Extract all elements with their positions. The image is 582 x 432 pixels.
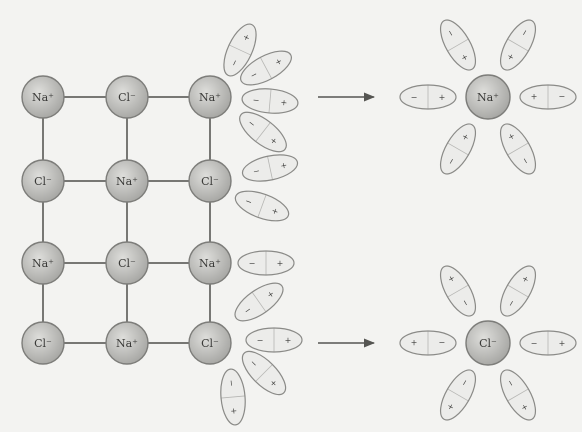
ion-label: Cl⁻ bbox=[201, 175, 219, 188]
water-negative-end: − bbox=[252, 96, 259, 106]
water-negative-end: − bbox=[531, 339, 538, 348]
ion-label: Cl⁻ bbox=[34, 175, 52, 188]
water-molecule: +− bbox=[434, 261, 483, 321]
ion-label: Na⁺ bbox=[116, 175, 138, 188]
water-positive-end: + bbox=[439, 93, 446, 102]
water-positive-end: + bbox=[229, 407, 239, 414]
hydrated-ions: +−+−+−+−+−+−Na⁺+−+−+−+−+−+−Cl⁻ bbox=[400, 15, 576, 425]
ion-label: Cl⁻ bbox=[118, 257, 136, 270]
water-molecule: +− bbox=[400, 85, 456, 109]
water-negative-end: − bbox=[439, 338, 446, 347]
water-molecule: +− bbox=[238, 251, 294, 275]
ion-label: Na⁺ bbox=[32, 257, 54, 270]
water-molecule: +− bbox=[229, 276, 289, 328]
water-molecule: +− bbox=[241, 87, 299, 116]
chloride-ion: Cl⁻ bbox=[22, 322, 64, 364]
ion-label: Cl⁻ bbox=[34, 337, 52, 350]
ion-label: Cl⁻ bbox=[479, 337, 497, 350]
sodium-ion: Na⁺ bbox=[189, 76, 231, 118]
ion-label: Na⁺ bbox=[477, 91, 499, 104]
ion-label: Na⁺ bbox=[199, 257, 221, 270]
water-molecule: +− bbox=[520, 85, 576, 109]
sodium-ion: Na⁺ bbox=[22, 76, 64, 118]
water-positive-end: + bbox=[285, 336, 292, 345]
water-molecule: +− bbox=[246, 328, 302, 352]
dissolution-arrows bbox=[318, 97, 374, 343]
water-molecule: +− bbox=[494, 365, 543, 425]
sodium-ion: Na⁺ bbox=[106, 160, 148, 202]
hydrated-chloride-ion: +−+−+−+−+−+−Cl⁻ bbox=[400, 261, 576, 425]
water-negative-end: − bbox=[249, 259, 256, 268]
sodium-ion: Na⁺ bbox=[189, 242, 231, 284]
ion-label: Cl⁻ bbox=[118, 91, 136, 104]
sodium-ion: Na⁺ bbox=[22, 242, 64, 284]
water-molecule: +− bbox=[494, 261, 543, 321]
hydrated-sodium-ion: +−+−+−+−+−+−Na⁺ bbox=[400, 15, 576, 179]
water-molecule: +− bbox=[219, 368, 248, 426]
water-molecules: +−+−+−+−+−+−+−+−+−+−+− bbox=[217, 20, 302, 426]
water-negative-end: − bbox=[411, 93, 418, 102]
chloride-ion: Cl⁻ bbox=[189, 322, 231, 364]
lattice-bonds bbox=[43, 97, 210, 343]
ion-label: Na⁺ bbox=[116, 337, 138, 350]
chloride-ion: Cl⁻ bbox=[106, 242, 148, 284]
water-molecule: +− bbox=[232, 185, 293, 227]
water-positive-end: + bbox=[277, 259, 284, 268]
water-molecule: +− bbox=[400, 331, 456, 355]
ion-label: Na⁺ bbox=[199, 91, 221, 104]
water-molecule: +− bbox=[434, 15, 483, 75]
water-negative-end: − bbox=[227, 379, 237, 386]
sodium-ion: Na⁺ bbox=[466, 75, 510, 119]
chloride-ion: Cl⁻ bbox=[22, 160, 64, 202]
water-molecule: +− bbox=[494, 15, 543, 75]
water-positive-end: + bbox=[559, 339, 566, 348]
chloride-ion: Cl⁻ bbox=[189, 160, 231, 202]
water-molecule: +− bbox=[234, 105, 293, 158]
water-negative-end: − bbox=[559, 92, 566, 101]
water-molecule: +− bbox=[520, 331, 576, 355]
ion-label: Na⁺ bbox=[32, 91, 54, 104]
water-molecule: +− bbox=[240, 150, 300, 185]
sodium-ion: Na⁺ bbox=[106, 322, 148, 364]
water-molecule: +− bbox=[434, 119, 483, 179]
ion-label: Cl⁻ bbox=[201, 337, 219, 350]
water-molecule: +− bbox=[434, 365, 483, 425]
chloride-ion: Cl⁻ bbox=[466, 321, 510, 365]
water-positive-end: + bbox=[280, 98, 287, 108]
water-positive-end: + bbox=[411, 338, 418, 347]
chloride-ion: Cl⁻ bbox=[106, 76, 148, 118]
water-positive-end: + bbox=[531, 92, 538, 101]
water-negative-end: − bbox=[257, 336, 264, 345]
water-molecule: +− bbox=[494, 119, 543, 179]
